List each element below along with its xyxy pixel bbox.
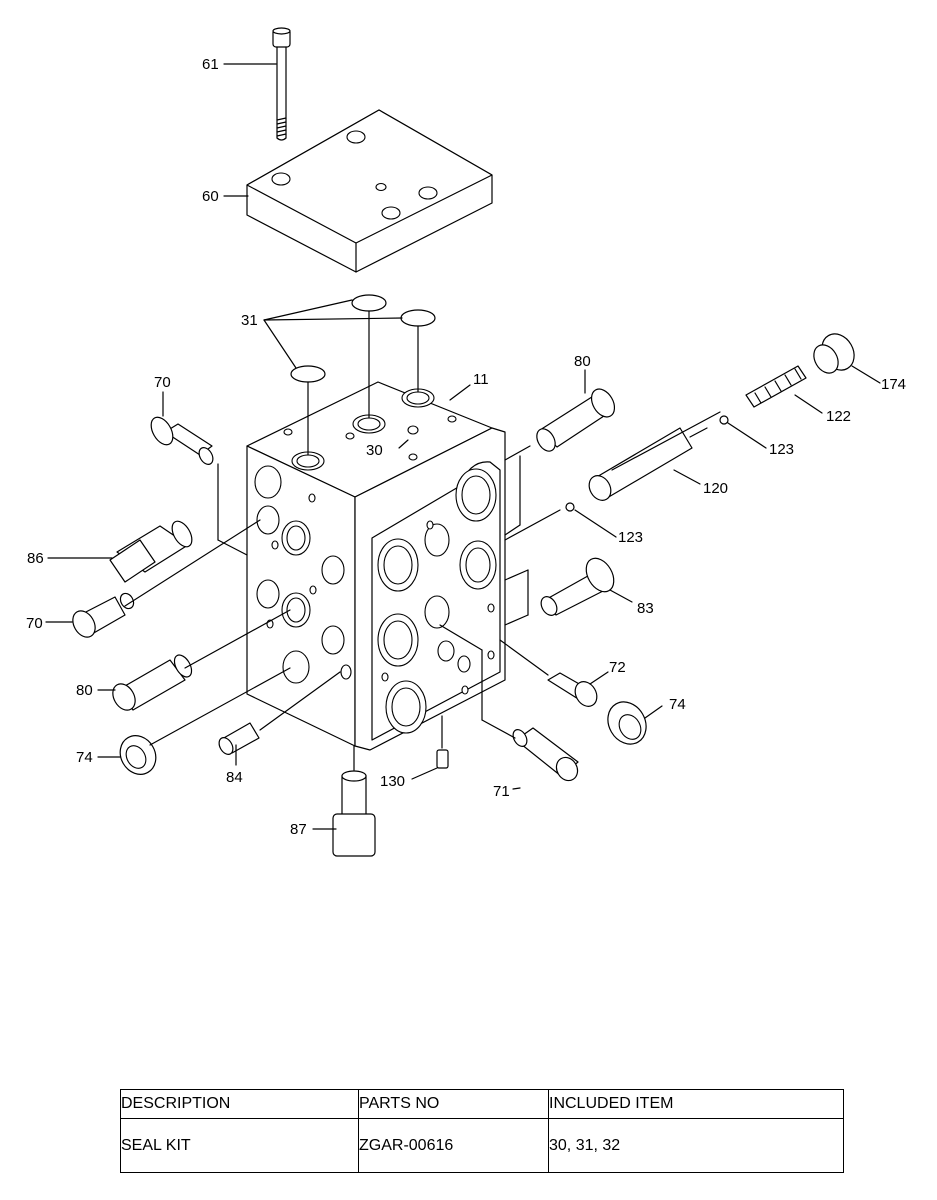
- callout-74-right: 74: [669, 696, 686, 713]
- callout-labels: 61 60 31 70 11 80 174 122 123 30 120 123…: [26, 56, 906, 838]
- table-row: SEAL KIT ZGAR-00616 30, 31, 32: [120, 1118, 844, 1173]
- callout-122: 122: [826, 408, 851, 425]
- valve-87: [332, 770, 376, 857]
- plug-70-top: [150, 416, 214, 465]
- callout-80-top: 80: [574, 353, 591, 370]
- cell-parts-no: ZGAR-00616: [358, 1118, 549, 1173]
- valve-80-lower: [112, 654, 193, 711]
- valve-83: [540, 557, 615, 616]
- leader-lines: [45, 63, 881, 830]
- callout-70-top: 70: [154, 374, 171, 391]
- plug-74-left: [119, 735, 157, 775]
- spool-120: [588, 427, 708, 501]
- callout-123-top: 123: [769, 441, 794, 458]
- o-rings-31: [290, 294, 436, 383]
- callout-86: 86: [27, 550, 44, 567]
- spring-122: [745, 365, 807, 408]
- callout-123-mid: 123: [618, 529, 643, 546]
- cell-included-item: 30, 31, 32: [548, 1118, 844, 1173]
- plug-70-lower: [72, 592, 135, 638]
- callout-130: 130: [380, 773, 405, 790]
- header-description: DESCRIPTION: [120, 1089, 359, 1119]
- cell-description: SEAL KIT: [120, 1118, 359, 1173]
- header-included-item: INCLUDED ITEM: [548, 1089, 844, 1119]
- plug-174: [813, 333, 855, 374]
- callout-71: 71: [493, 783, 510, 800]
- callout-120: 120: [703, 480, 728, 497]
- valve-72: [547, 672, 598, 707]
- table-header-row: DESCRIPTION PARTS NO INCLUDED ITEM: [120, 1089, 844, 1119]
- plug-84: [218, 722, 260, 755]
- callout-74-left: 74: [76, 749, 93, 766]
- callout-30: 30: [366, 442, 383, 459]
- bolt-61: [272, 27, 291, 141]
- callout-174: 174: [881, 376, 906, 393]
- ball-123-top: [719, 415, 729, 425]
- plug-71: [512, 727, 579, 782]
- callout-31: 31: [241, 312, 258, 329]
- callout-60: 60: [202, 188, 219, 205]
- valve-body-11: [246, 381, 506, 751]
- plug-74-right: [607, 701, 647, 745]
- callout-87: 87: [290, 821, 307, 838]
- seal-kit-table: DESCRIPTION PARTS NO INCLUDED ITEM SEAL …: [120, 1089, 844, 1173]
- callout-61: 61: [202, 56, 219, 73]
- callout-84: 84: [226, 769, 243, 786]
- ball-123-mid: [565, 502, 575, 512]
- callout-70-lower: 70: [26, 615, 43, 632]
- callout-72: 72: [609, 659, 626, 676]
- valve-80-top: [536, 388, 616, 452]
- valve-86: [109, 520, 193, 583]
- plug-130: [436, 749, 449, 769]
- callout-83: 83: [637, 600, 654, 617]
- header-parts-no: PARTS NO: [358, 1089, 549, 1119]
- cover-plate-60: [246, 109, 493, 273]
- callout-80-lower: 80: [76, 682, 93, 699]
- exploded-valve-diagram: 61 60 31 70 11 80 174 122 123 30 120 123…: [26, 27, 906, 857]
- callout-11: 11: [473, 371, 489, 388]
